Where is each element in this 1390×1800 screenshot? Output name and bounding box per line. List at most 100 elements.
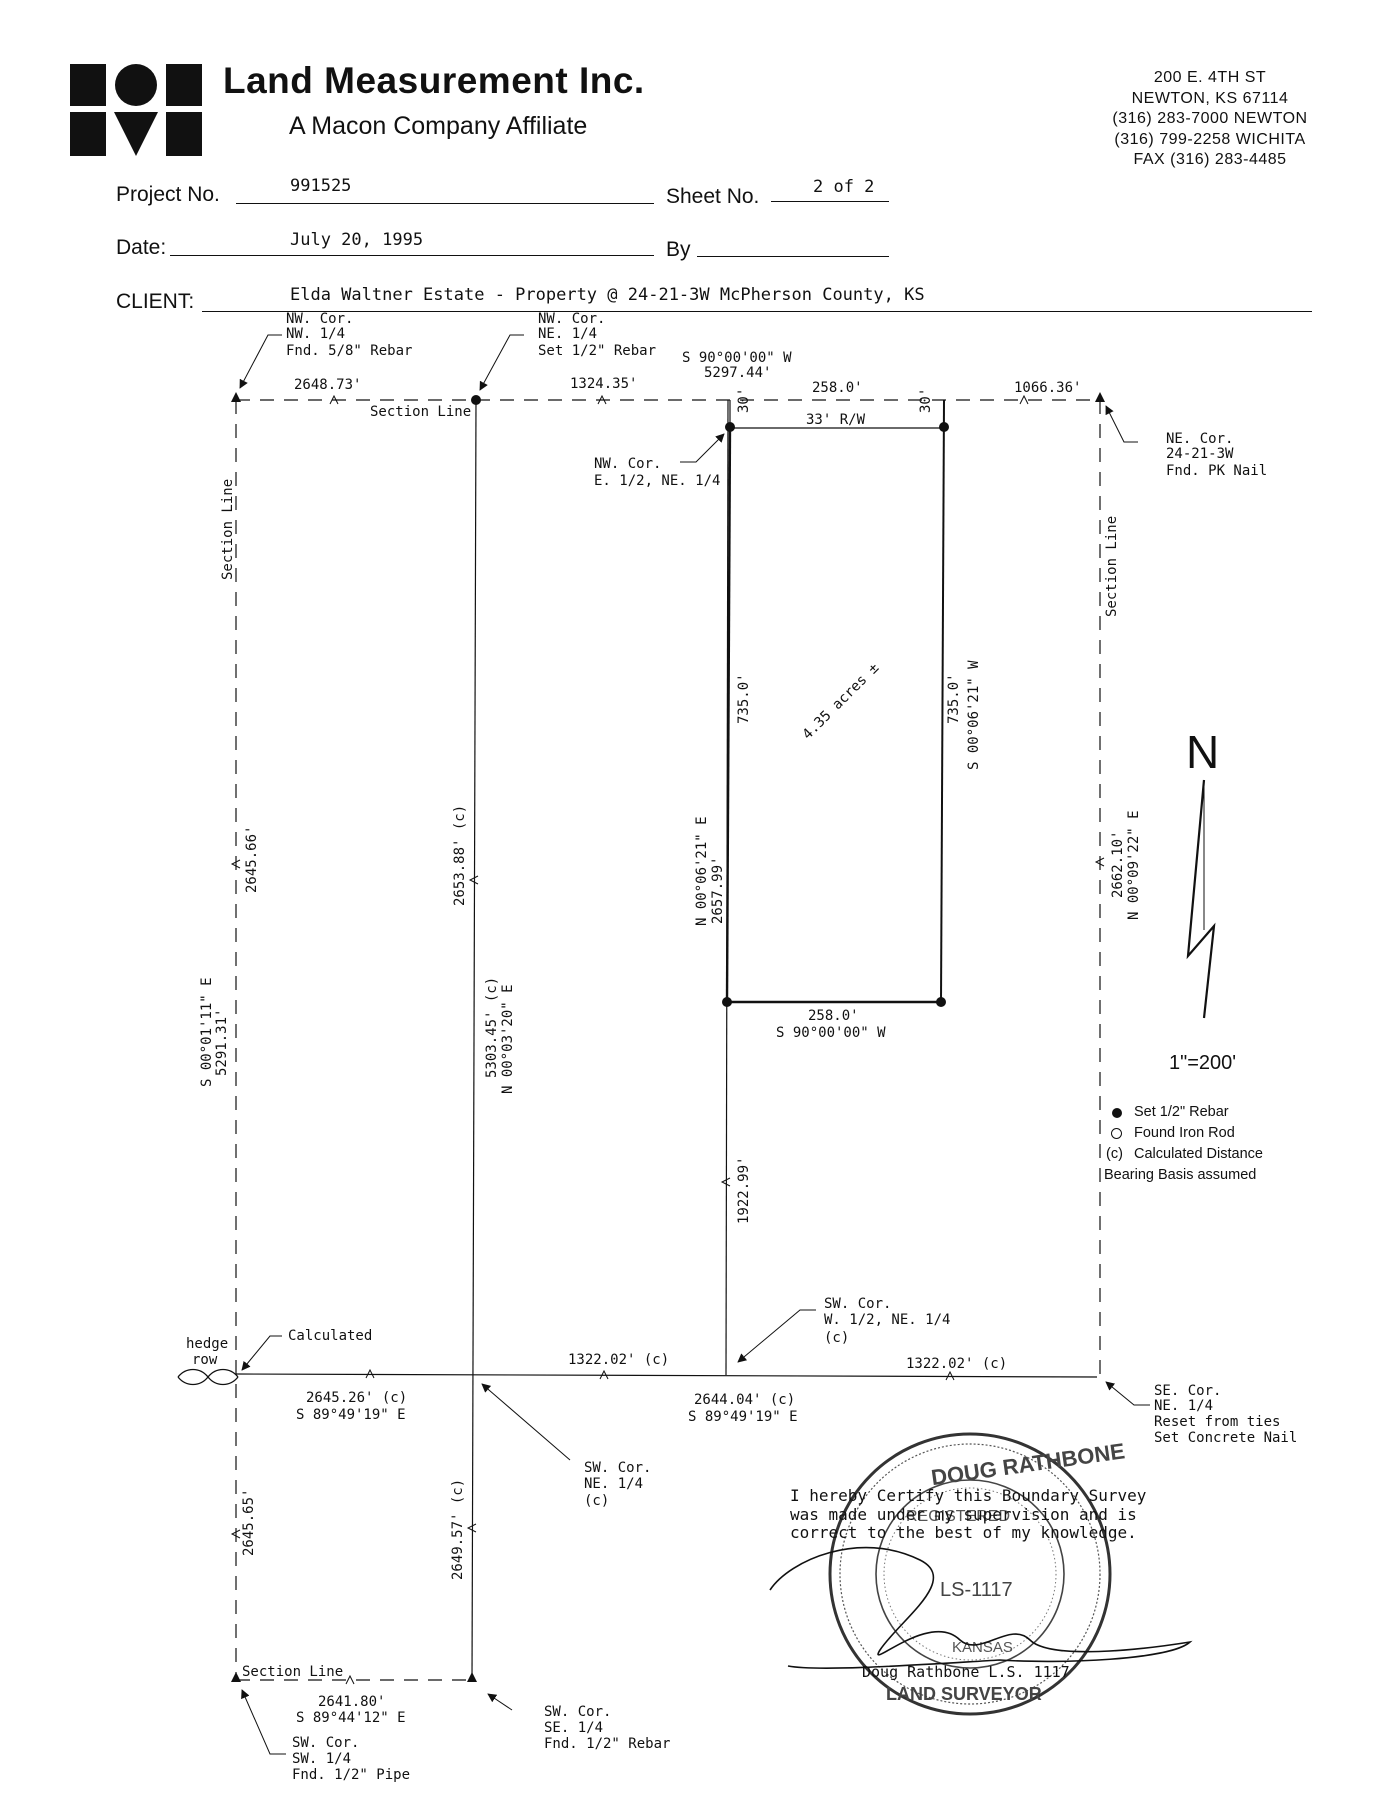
label-hedge: hedge bbox=[186, 1336, 228, 1352]
bearing-south-west-seg: S 89°49'19" E bbox=[296, 1407, 406, 1423]
north-label: N bbox=[1186, 726, 1219, 778]
date-value: July 20, 1995 bbox=[290, 230, 424, 250]
dim-top-east: 1066.36' bbox=[1014, 380, 1081, 396]
label-se-1: SE. Cor. bbox=[1154, 1383, 1221, 1399]
bearing-quarter-line: N 00°03'20" E bbox=[500, 984, 516, 1094]
fax-number: FAX (316) 283-4485 bbox=[1133, 151, 1287, 168]
label-sw-sw-2: SW. 1/4 bbox=[292, 1751, 351, 1767]
dim-row-30-right: 30' bbox=[918, 388, 934, 413]
corner-parcel-ne bbox=[939, 422, 949, 432]
bearing-east-line: N 00°09'22" E bbox=[1126, 810, 1142, 920]
address-city: NEWTON, KS 67114 bbox=[1131, 89, 1289, 107]
company-affiliate: A Macon Company Affiliate bbox=[289, 112, 588, 140]
parcel-west-boundary bbox=[725, 424, 732, 1003]
company-logo bbox=[70, 64, 202, 156]
dim-west-lower: 2645.65' bbox=[241, 1489, 257, 1556]
dim-top-mid: 1324.35' bbox=[570, 376, 637, 392]
dim-half-line: 2657.99' bbox=[710, 857, 726, 924]
corner-parcel-se bbox=[936, 997, 946, 1007]
label-nw-ne-3: Set 1/2" Rebar bbox=[538, 343, 656, 359]
dim-quarter-line: 5303.45' (c) bbox=[484, 977, 500, 1078]
certification-line: was made under my supervision and is bbox=[790, 1504, 1137, 1524]
corner-sw-se bbox=[467, 1672, 477, 1682]
label-sw-ne-3: (c) bbox=[584, 1493, 609, 1509]
seal-license: LS-1117 bbox=[940, 1579, 1013, 1601]
dim-south-bottom: 2641.80' bbox=[318, 1694, 385, 1710]
label-sw-w-half-1: SW. Cor. bbox=[824, 1296, 891, 1312]
corner-nw-ne bbox=[471, 395, 481, 405]
client-label: CLIENT: bbox=[116, 290, 195, 313]
label-nw-ne-1: NW. Cor. bbox=[538, 311, 605, 327]
client-value: Elda Waltner Estate - Property @ 24-21-3… bbox=[290, 285, 925, 305]
bearing-parcel-south: S 90°00'00" W bbox=[776, 1025, 886, 1041]
project-label: Project No. bbox=[116, 183, 220, 206]
dim-top-total: 5297.44' bbox=[704, 365, 771, 381]
label-se-2: NE. 1/4 bbox=[1154, 1398, 1213, 1414]
break-mark bbox=[1094, 857, 1105, 867]
dim-row-30-left: 30' bbox=[736, 388, 752, 413]
certification-line: I hereby Certify this Boundary Survey bbox=[790, 1486, 1147, 1505]
legend-item: Set 1/2" Rebar bbox=[1112, 1102, 1274, 1123]
corner-parcel-sw bbox=[722, 997, 732, 1007]
break-mark bbox=[466, 1523, 477, 1533]
break-mark bbox=[365, 1368, 375, 1379]
bearing-half-line: N 00°06'21" E bbox=[694, 816, 710, 926]
phone-wichita: (316) 799-2258 WICHITA bbox=[1114, 130, 1306, 148]
dim-quarter-lower: 2649.57' (c) bbox=[450, 1479, 466, 1580]
label-sw-se-1: SW. Cor. bbox=[544, 1704, 611, 1720]
leader-se bbox=[1105, 1381, 1150, 1406]
leader-ne bbox=[1105, 405, 1138, 443]
seal-state: KANSAS bbox=[952, 1639, 1013, 1656]
break-mark bbox=[329, 394, 339, 405]
break-mark bbox=[345, 1674, 355, 1685]
label-row: 33' R/W bbox=[806, 412, 866, 428]
mid-section-line bbox=[235, 1373, 1098, 1378]
label-ne-2: 24-21-3W bbox=[1166, 446, 1234, 462]
dim-parcel-east: 735.0' bbox=[946, 673, 962, 724]
dim-west-upper: 2645.66' bbox=[244, 826, 260, 893]
legend-label: Set 1/2" Rebar bbox=[1134, 1104, 1229, 1120]
sheet-label: Sheet No. bbox=[666, 185, 760, 208]
legend: Set 1/2" Rebar Found Iron Rod (c) Calcul… bbox=[1104, 1102, 1274, 1186]
label-sw-w-half-3: (c) bbox=[824, 1330, 849, 1346]
quarter-line bbox=[471, 399, 477, 1681]
label-nw-ne-2: NE. 1/4 bbox=[538, 326, 597, 342]
north-arrow-icon bbox=[1186, 779, 1216, 1019]
break-mark bbox=[720, 1177, 731, 1187]
label-north-section-line: Section Line bbox=[370, 404, 471, 420]
label-area: 4.35 acres ± bbox=[800, 660, 883, 743]
leader-nw-e-half bbox=[680, 433, 725, 463]
label-se-4: Set Concrete Nail bbox=[1154, 1430, 1297, 1446]
leader-sw-se bbox=[487, 1693, 513, 1711]
project-number: 991525 bbox=[290, 176, 352, 196]
dim-top-west: 2648.73' bbox=[294, 377, 361, 393]
company-name: Land Measurement Inc. bbox=[223, 60, 645, 101]
label-sw-se-2: SE. 1/4 bbox=[544, 1720, 603, 1736]
leader-nw-ne bbox=[479, 334, 524, 391]
project-line bbox=[236, 203, 654, 204]
break-mark bbox=[597, 394, 607, 405]
label-south-section-line: Section Line bbox=[242, 1664, 343, 1680]
legend-item: Bearing Basis assumed bbox=[1104, 1165, 1274, 1186]
label-sw-ne-1: SW. Cor. bbox=[584, 1460, 651, 1476]
label-sw-sw-1: SW. Cor. bbox=[292, 1735, 359, 1751]
legend-label: Bearing Basis assumed bbox=[1104, 1167, 1257, 1183]
break-mark bbox=[468, 875, 479, 885]
dim-south-east-seg: 2644.04' (c) bbox=[694, 1392, 795, 1408]
label-nw-e-half-1: NW. Cor. bbox=[594, 456, 661, 472]
leader-sw-sw bbox=[241, 1689, 286, 1755]
label-nw-nw-1: NW. Cor. bbox=[286, 311, 353, 327]
label-sw-w-half-2: W. 1/2, NE. 1/4 bbox=[824, 1312, 950, 1328]
label-nw-e-half-2: E. 1/2, NE. 1/4 bbox=[594, 473, 720, 489]
corner-parcel-nw bbox=[725, 422, 735, 432]
legend-label: Found Iron Rod bbox=[1134, 1125, 1235, 1141]
label-se-3: Reset from ties bbox=[1154, 1414, 1280, 1430]
corner-nw-nw bbox=[231, 392, 241, 402]
dim-south-west-seg: 2645.26' (c) bbox=[306, 1390, 407, 1406]
seal-registered: REGISTERED bbox=[906, 1508, 1010, 1525]
dim-east-line: 2662.10' bbox=[1110, 831, 1126, 898]
label-east-section-line: Section Line bbox=[1104, 516, 1120, 617]
break-mark bbox=[599, 1369, 609, 1380]
open-circle-icon bbox=[1111, 1128, 1122, 1139]
by-line bbox=[697, 256, 889, 257]
